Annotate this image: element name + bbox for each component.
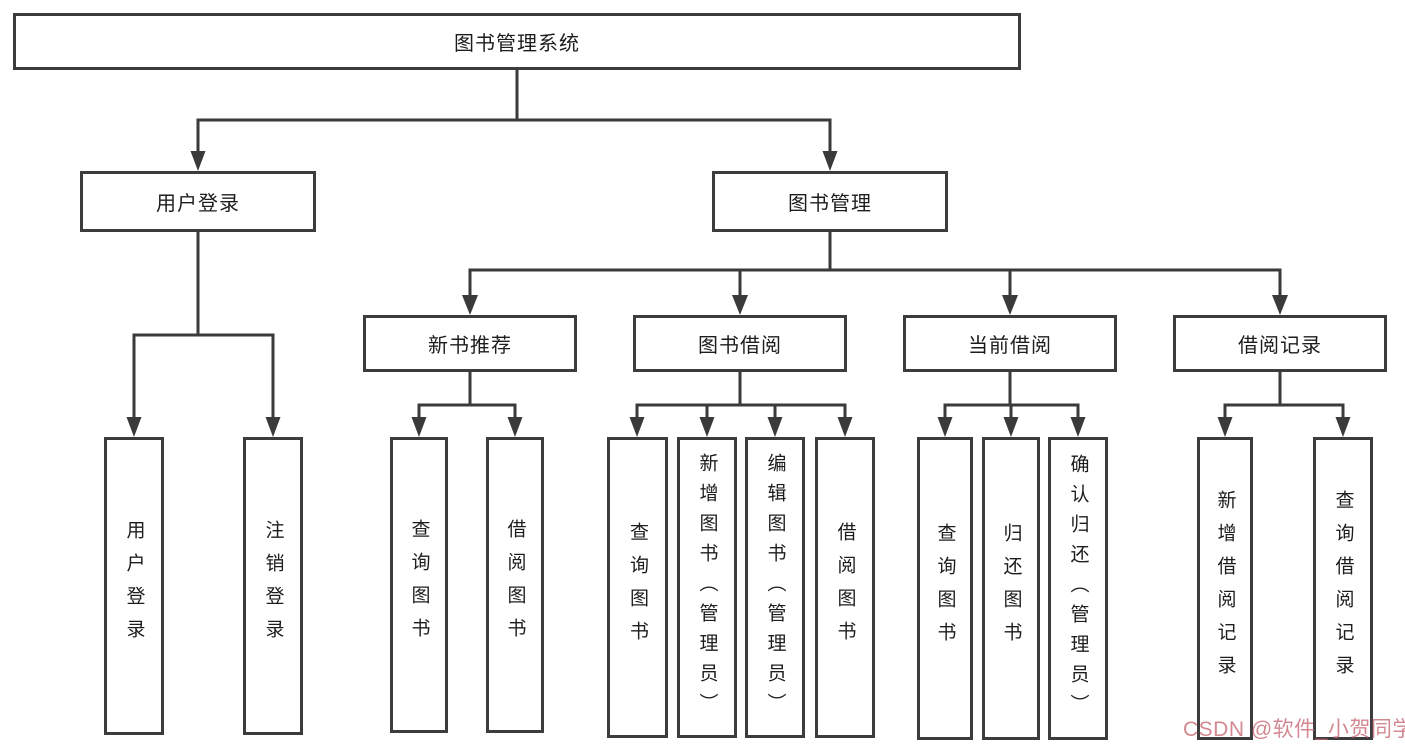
leaf-add-book-admin: 新增图书（管理员）	[677, 437, 737, 738]
leaf-current-query-book: 查询图书	[917, 437, 973, 740]
leaf-edit-book-admin-label: 编辑图书（管理员）	[764, 452, 786, 723]
leaf-borrow-borrow-book: 借阅图书	[815, 437, 875, 738]
leaf-return-book: 归还图书	[982, 437, 1040, 740]
leaf-user-login-label: 用户登录	[123, 520, 145, 652]
leaf-add-borrow-record: 新增借阅记录	[1197, 437, 1253, 740]
leaf-borrow-query-book: 查询图书	[607, 437, 668, 738]
leaf-add-book-admin-label: 新增图书（管理员）	[696, 452, 718, 723]
leaf-add-borrow-record-label: 新增借阅记录	[1214, 489, 1236, 688]
leaf-borrow-borrow-book-label: 借阅图书	[834, 521, 856, 654]
leaf-logout-login: 注销登录	[243, 437, 303, 735]
leaf-logout-login-label: 注销登录	[262, 520, 284, 652]
csdn-watermark: CSDN @软件_小贺同学	[1183, 718, 1405, 741]
leaf-newbook-query-book: 查询图书	[390, 437, 448, 733]
connector-user-login-to-leaves	[132, 232, 275, 419]
node-library-management-system: 图书管理系统	[13, 13, 1021, 70]
leaf-edit-book-admin: 编辑图书（管理员）	[745, 437, 805, 738]
node-borrow-record: 借阅记录	[1173, 315, 1387, 372]
leaf-newbook-query-book-label: 查询图书	[408, 519, 430, 651]
arrowheads	[126, 151, 1351, 437]
leaf-return-book-label: 归还图书	[1000, 522, 1022, 655]
node-book-management: 图书管理	[712, 171, 948, 232]
leaf-newbook-borrow-book-label: 借阅图书	[504, 519, 526, 651]
leaf-newbook-borrow-book: 借阅图书	[486, 437, 544, 733]
connector-borrow-record-to-leaves	[1223, 372, 1345, 419]
leaf-confirm-return-admin-label: 确认归还（管理员）	[1067, 453, 1089, 724]
node-book-borrow: 图书借阅	[633, 315, 847, 372]
node-new-book-recommend: 新书推荐	[363, 315, 577, 372]
leaf-confirm-return-admin: 确认归还（管理员）	[1048, 437, 1108, 740]
connector-book-management-to-level3	[468, 232, 1282, 297]
node-user-login: 用户登录	[80, 171, 316, 232]
leaf-borrow-query-book-label: 查询图书	[627, 521, 648, 654]
connector-book-borrow-to-leaves	[635, 372, 847, 419]
leaf-current-query-book-label: 查询图书	[934, 522, 956, 655]
leaf-query-borrow-record-label: 查询借阅记录	[1332, 489, 1354, 688]
connector-current-borrow-to-leaves	[943, 372, 1080, 419]
node-current-borrow: 当前借阅	[903, 315, 1117, 372]
connector-new-book-to-leaves	[417, 372, 517, 419]
connector-root-to-level2	[196, 70, 832, 153]
leaf-user-login: 用户登录	[104, 437, 164, 735]
leaf-query-borrow-record: 查询借阅记录	[1313, 437, 1373, 740]
